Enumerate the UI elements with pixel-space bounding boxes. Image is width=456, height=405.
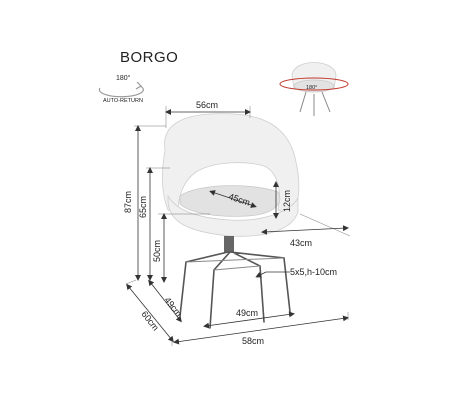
- dim-total-height: 87cm: [123, 125, 166, 281]
- svg-text:12cm: 12cm: [282, 190, 292, 212]
- dim-overall-depth: 60cm: [125, 279, 174, 343]
- dim-seat-depth-side: 43cm: [261, 213, 351, 248]
- rotation-arrow-icon: [98, 85, 144, 98]
- swivel-column: [224, 236, 234, 252]
- svg-text:56cm: 56cm: [196, 100, 218, 110]
- dim-armrest-height: 12cm: [273, 181, 292, 219]
- dim-base-depth: 49cm: [148, 279, 184, 323]
- badge-degrees: 180°: [116, 74, 131, 82]
- svg-text:87cm: 87cm: [123, 191, 133, 213]
- product-title: BORGO: [120, 49, 178, 66]
- preview-degrees: 180°: [306, 85, 317, 91]
- main-chair: [161, 113, 300, 329]
- svg-text:50cm: 50cm: [152, 240, 162, 262]
- dim-seat-height: 50cm: [152, 213, 210, 283]
- dim-overall-width: 58cm: [171, 312, 349, 346]
- svg-text:5x5,h-10cm: 5x5,h-10cm: [290, 267, 337, 277]
- auto-return-badge: 180° AUTO-RETURN: [98, 74, 144, 104]
- svg-text:58cm: 58cm: [242, 336, 264, 346]
- dim-height-65: 65cm: [138, 167, 170, 281]
- svg-text:43cm: 43cm: [290, 238, 312, 248]
- badge-caption: AUTO-RETURN: [103, 98, 143, 104]
- svg-text:60cm: 60cm: [139, 309, 160, 333]
- preview-chair: 180°: [279, 62, 349, 116]
- leg-profile-callout: 5x5,h-10cm: [255, 267, 337, 278]
- rotation-ring-icon: [279, 77, 349, 91]
- dim-base-width: 49cm: [203, 308, 295, 329]
- svg-text:65cm: 65cm: [138, 196, 148, 218]
- dim-seat-width-top: 56cm: [165, 100, 251, 128]
- svg-text:49cm: 49cm: [236, 308, 258, 318]
